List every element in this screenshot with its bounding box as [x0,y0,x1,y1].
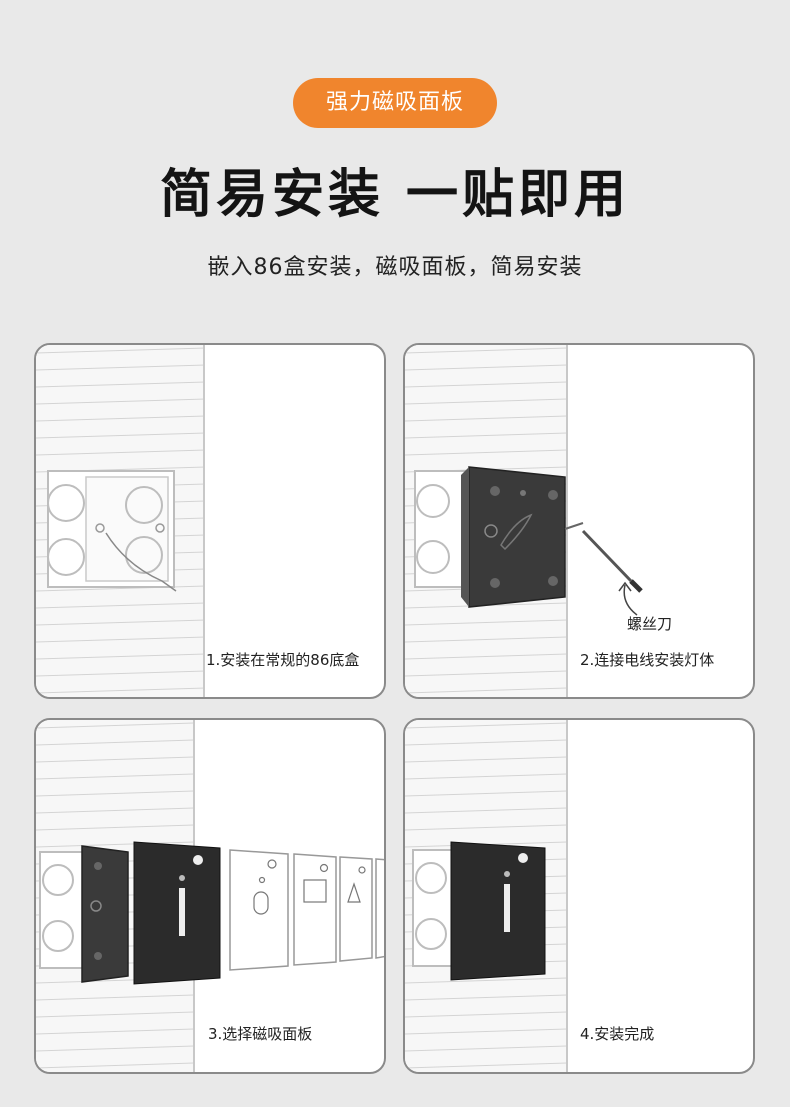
light-body [461,466,566,608]
step-card-2: 螺丝刀 2.连接电线安装灯体 [403,343,755,699]
step-card-3: 3.选择磁吸面板 [34,718,386,1074]
page-headline: 简易安装 一贴即用 [159,165,631,225]
magnetic-panel-option-1 [229,849,289,971]
step-card-4: 4.安装完成 [403,718,755,1074]
step-4-caption: 4.安装完成 [580,1025,655,1043]
junction-box [47,470,177,592]
installed-panel [450,841,546,981]
magnetic-panel-option-2 [293,853,337,966]
step-card-1: 1.安装在常规的86底盒 [34,343,386,699]
screwdriver-icon [564,522,643,616]
feature-badge: 强力磁吸面板 [293,78,497,128]
step-1-illustration [36,345,205,697]
page-subheadline: 嵌入86盒安装，磁吸面板，简易安装 [207,255,583,280]
step-4-illustration [405,720,568,1072]
step-1-caption: 1.安装在常规的86底盒 [206,651,360,669]
magnetic-panel-option-3 [339,856,373,962]
step-2-caption: 2.连接电线安装灯体 [580,651,715,669]
magnetic-panel-option-4 [375,858,384,959]
screwdriver-label: 螺丝刀 [627,615,673,633]
step-3-illustration [36,720,384,1072]
light-body [81,845,129,983]
step-2-illustration [405,345,643,697]
step-3-caption: 3.选择磁吸面板 [208,1025,313,1043]
magnetic-panel-black [133,841,221,985]
